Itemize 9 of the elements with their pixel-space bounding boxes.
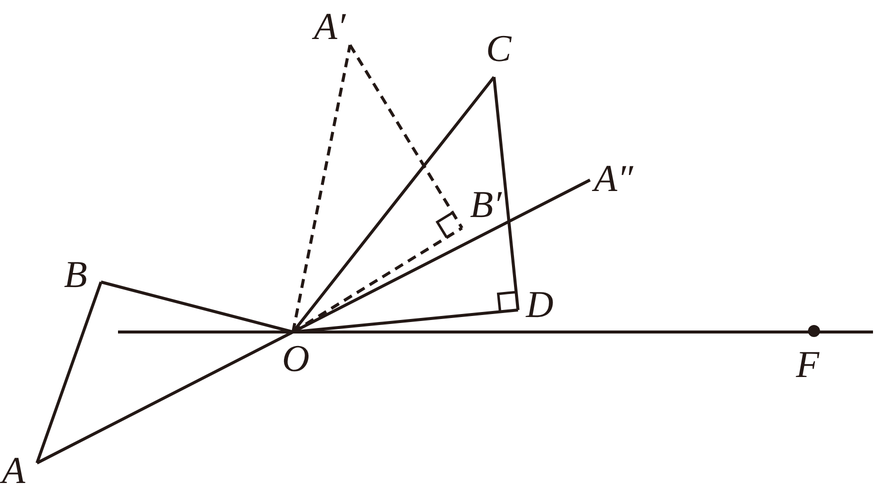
point-label: F [796,346,820,384]
point-label: O [282,340,310,378]
point-label: A″ [594,160,634,198]
point-label: B [64,256,88,294]
point-label: A [2,452,26,489]
point-label: B′ [470,186,502,224]
point-label: C [486,30,512,68]
point-label: A′ [314,8,346,46]
point-label: D [526,286,554,324]
